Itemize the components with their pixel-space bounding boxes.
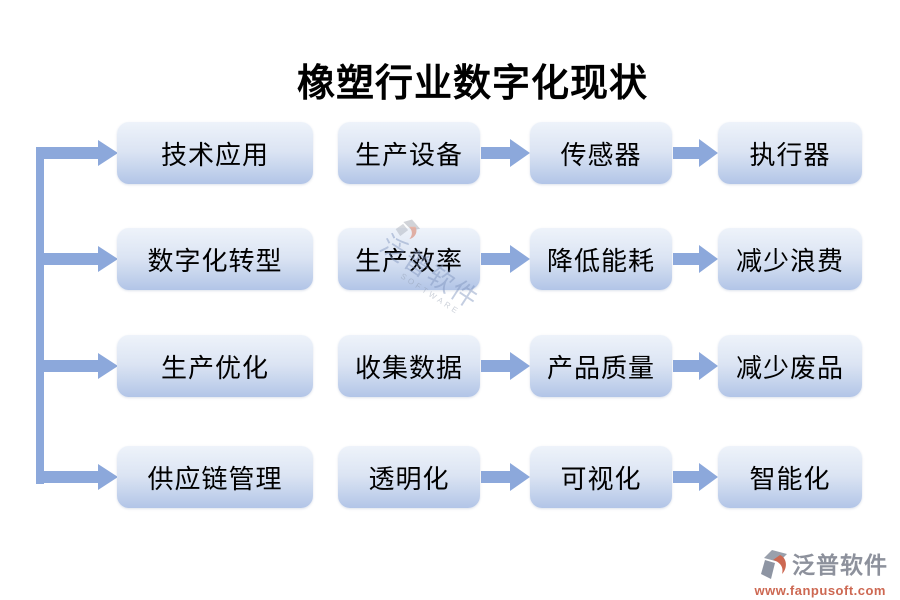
flow-arrow-icon [481, 139, 530, 167]
node-production-equipment: 生产设备 [338, 122, 480, 184]
node-product-quality: 产品质量 [530, 335, 672, 397]
node-data-collection: 收集数据 [338, 335, 480, 397]
node-visualization: 可视化 [530, 446, 672, 508]
brand-name: 泛普软件 [792, 551, 888, 578]
node-sensor: 传感器 [530, 122, 672, 184]
node-defect-reduction: 减少废品 [718, 335, 862, 397]
node-waste-reduction: 减少浪费 [718, 228, 862, 290]
node-energy-reduction: 降低能耗 [530, 228, 672, 290]
node-digital-transformation: 数字化转型 [117, 228, 313, 290]
flow-arrow-icon [673, 139, 718, 167]
flow-arrow-icon [481, 463, 530, 491]
flow-arrow-icon [673, 245, 718, 273]
flow-arrow-icon [481, 245, 530, 273]
node-supply-chain-management: 供应链管理 [117, 446, 313, 508]
branch-connector-arrows [36, 140, 118, 490]
node-actuator: 执行器 [718, 122, 862, 184]
node-technology-application: 技术应用 [117, 122, 313, 184]
diagram-title: 橡塑行业数字化现状 [296, 63, 648, 105]
node-intelligence: 智能化 [718, 446, 862, 508]
brand-website: www.fanpusoft.com [754, 583, 886, 598]
fanpu-logo-icon [761, 550, 787, 579]
flow-arrow-icon [673, 352, 718, 380]
flow-arrow-icon [673, 463, 718, 491]
node-transparency: 透明化 [338, 446, 480, 508]
node-production-optimization: 生产优化 [117, 335, 313, 397]
flow-arrow-icon [481, 352, 530, 380]
footer-brand: 泛普软件 www.fanpusoft.com [754, 549, 888, 598]
node-production-efficiency: 生产效率 [338, 228, 480, 290]
